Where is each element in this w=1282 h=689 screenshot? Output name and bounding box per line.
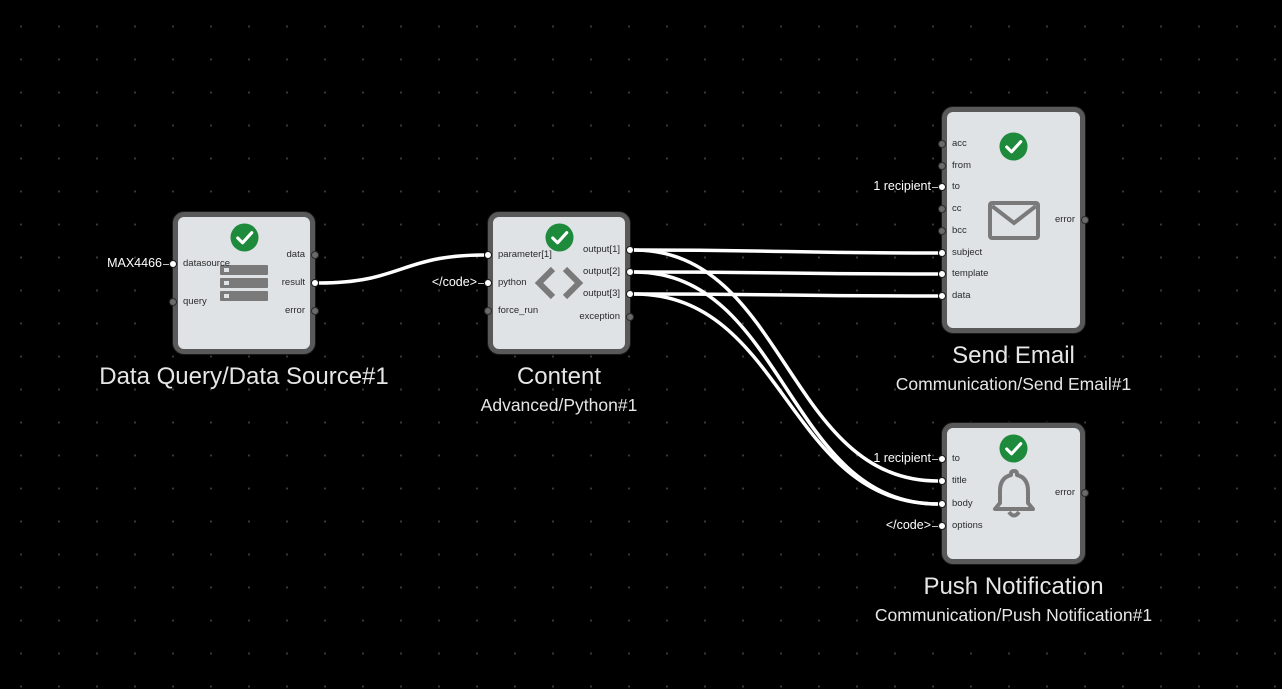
input-value-to[interactable]: 1 recipient xyxy=(873,179,931,193)
output-label-output-2: output[2] xyxy=(583,266,620,277)
input-port-cc[interactable] xyxy=(938,205,946,213)
output-label-output-1: output[1] xyxy=(583,244,620,255)
value-connector xyxy=(932,459,938,460)
wire-3[interactable] xyxy=(633,292,939,298)
input-label-python: python xyxy=(498,277,527,288)
value-connector xyxy=(932,526,938,527)
input-value-to[interactable]: 1 recipient xyxy=(873,451,931,465)
output-port-output-2[interactable] xyxy=(626,268,634,276)
node-title: Push Notification xyxy=(923,573,1104,600)
input-port-acc[interactable] xyxy=(938,140,946,148)
envelope-icon xyxy=(988,201,1040,240)
input-label-datasource: datasource xyxy=(183,258,231,269)
output-label-error: error xyxy=(284,305,305,316)
value-connector xyxy=(932,187,938,188)
input-label-to: to xyxy=(952,181,960,192)
code-icon xyxy=(534,266,584,300)
output-port-result[interactable] xyxy=(311,279,319,287)
input-port-datasource[interactable] xyxy=(169,260,177,268)
status-check-icon xyxy=(229,222,259,252)
output-label-error: error xyxy=(1054,487,1075,498)
output-port-data[interactable] xyxy=(311,251,319,259)
output-label-error: error xyxy=(1054,214,1075,225)
output-port-error[interactable] xyxy=(1081,216,1089,224)
output-label-data: data xyxy=(286,249,306,260)
input-port-python[interactable] xyxy=(484,279,492,287)
input-label-options: options xyxy=(952,520,983,531)
node-subtitle: Advanced/Python#1 xyxy=(480,395,638,415)
value-connector xyxy=(478,283,484,284)
input-port-template[interactable] xyxy=(938,270,946,278)
input-port-to[interactable] xyxy=(938,455,946,463)
output-label-exception: exception xyxy=(579,311,620,322)
output-port-error[interactable] xyxy=(1081,489,1089,497)
input-label-to: to xyxy=(952,453,960,464)
input-label-body: body xyxy=(952,498,973,509)
wire-2[interactable] xyxy=(633,270,939,276)
input-label-acc: acc xyxy=(952,138,967,149)
input-label-data: data xyxy=(952,290,971,301)
bell-icon xyxy=(993,469,1035,518)
input-label-template: template xyxy=(952,268,989,279)
output-port-error[interactable] xyxy=(311,307,319,315)
input-port-parameter-1[interactable] xyxy=(484,251,492,259)
wire-1[interactable] xyxy=(633,248,939,255)
output-label-result: result xyxy=(281,277,305,288)
output-label-output-3: output[3] xyxy=(583,288,620,299)
value-connector xyxy=(163,264,169,265)
input-port-title[interactable] xyxy=(938,477,946,485)
input-port-options[interactable] xyxy=(938,522,946,530)
node-title: Data Query/Data Source#1 xyxy=(99,363,389,390)
status-check-icon xyxy=(544,222,574,252)
input-port-force-run[interactable] xyxy=(484,307,492,315)
input-label-bcc: bcc xyxy=(952,225,967,236)
wire-4[interactable] xyxy=(633,248,939,483)
input-value-options[interactable]: </code> xyxy=(885,518,931,532)
input-value-datasource[interactable]: MAX4466 xyxy=(107,256,162,270)
input-label-from: from xyxy=(952,160,971,171)
status-check-icon xyxy=(999,131,1028,161)
output-port-exception[interactable] xyxy=(626,313,634,321)
input-port-data[interactable] xyxy=(938,292,946,300)
input-label-query: query xyxy=(183,296,207,307)
node-title: Content xyxy=(516,363,602,390)
input-port-to[interactable] xyxy=(938,183,946,191)
input-port-body[interactable] xyxy=(938,500,946,508)
node-title: Send Email xyxy=(952,342,1075,369)
input-value-python[interactable]: </code> xyxy=(431,275,477,289)
input-port-subject[interactable] xyxy=(938,249,946,257)
input-port-query[interactable] xyxy=(169,298,177,306)
input-label-parameter-1: parameter[1] xyxy=(498,249,552,260)
output-port-output-3[interactable] xyxy=(626,290,634,298)
wire-0[interactable] xyxy=(318,253,485,285)
input-label-force-run: force_run xyxy=(498,305,539,316)
status-check-icon xyxy=(999,433,1028,463)
input-label-title: title xyxy=(952,475,967,486)
output-port-output-1[interactable] xyxy=(626,246,634,254)
input-port-from[interactable] xyxy=(938,162,946,170)
input-port-bcc[interactable] xyxy=(938,227,946,235)
wire-6[interactable] xyxy=(633,292,939,506)
node-subtitle: Communication/Send Email#1 xyxy=(895,374,1132,394)
input-label-cc: cc xyxy=(952,203,962,214)
database-icon xyxy=(220,265,268,301)
input-label-subject: subject xyxy=(952,247,983,258)
node-subtitle: Communication/Push Notification#1 xyxy=(874,605,1153,625)
